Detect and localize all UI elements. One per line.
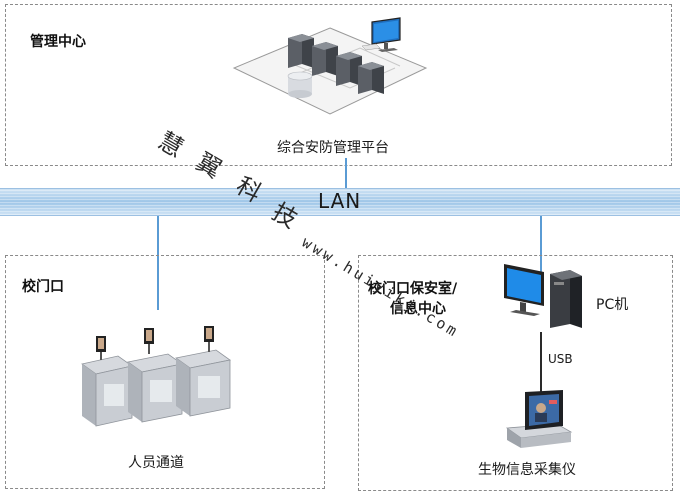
usb-label: USB: [548, 352, 573, 366]
device-label: 生物信息采集仪: [478, 462, 576, 478]
gate-zone: [5, 255, 325, 489]
guard-room-title-line2: 信息中心: [390, 301, 446, 317]
biometric-collector-illustration: [505, 390, 573, 448]
channel-label: 人员通道: [128, 455, 184, 471]
biometric-device-icon: [505, 390, 573, 448]
turnstile-gate-icon: [81, 355, 133, 427]
face-terminal-icon: [144, 328, 154, 354]
usb-link: [540, 332, 542, 392]
turnstile-gate-icon: [175, 349, 231, 417]
server-icon: [288, 34, 314, 68]
lan-bar: [0, 188, 680, 216]
face-terminal-icon: [96, 336, 106, 360]
server-icon: [336, 52, 362, 86]
monitor-icon: [504, 264, 544, 316]
platform-lan-link: [345, 158, 347, 188]
gate-zone-title: 校门口: [22, 279, 64, 295]
turnstile-gates-illustration: [81, 326, 231, 427]
lan-label: LAN: [318, 189, 362, 213]
platform-label: 综合安防管理平台: [277, 140, 389, 156]
storage-cylinder-icon: [287, 71, 313, 98]
server-icon: [358, 62, 384, 94]
pc-tower-icon: [550, 270, 582, 328]
management-zone: [5, 4, 672, 166]
turnstile-gate-icon: [127, 353, 183, 423]
guard-room-zone: [358, 255, 673, 491]
pc-illustration: [504, 264, 582, 328]
pc-label: PC机: [596, 297, 629, 313]
pc-lan-link: [540, 214, 542, 274]
security-platform-illustration: [232, 17, 428, 115]
guard-room-title-line1: 校门口保安室/: [368, 281, 458, 297]
management-zone-title: 管理中心: [30, 34, 86, 50]
server-icon: [312, 42, 338, 76]
monitor-icon: [361, 17, 401, 52]
face-terminal-icon: [204, 326, 214, 352]
gate-lan-link: [157, 214, 159, 310]
